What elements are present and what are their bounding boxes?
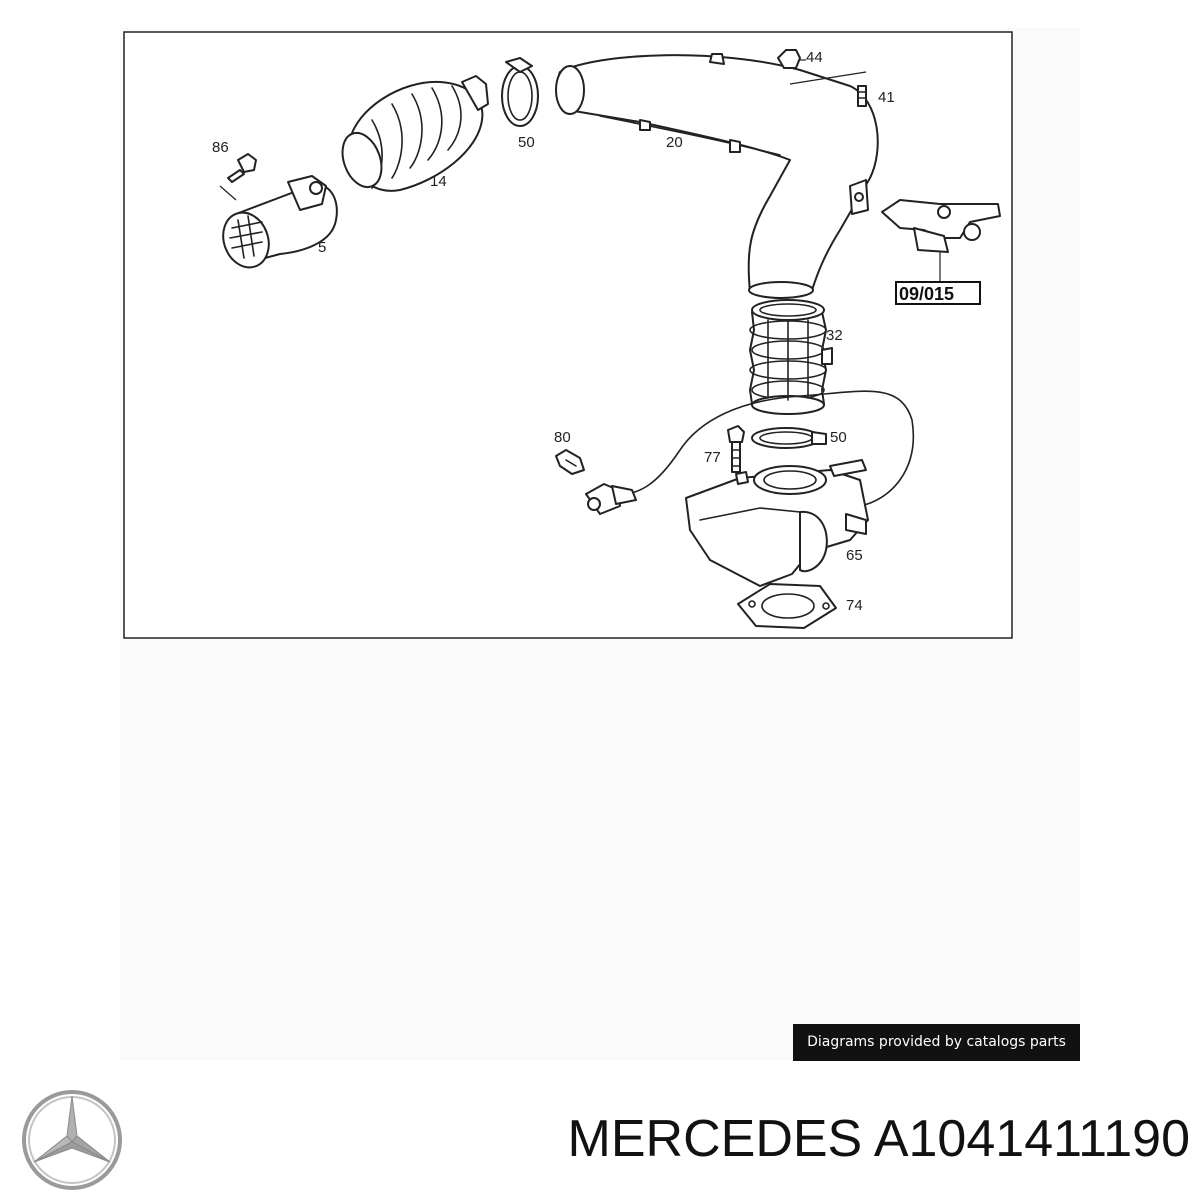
callout-5: 5: [318, 239, 326, 256]
callout-65: 65: [846, 547, 863, 564]
callout-80: 80: [554, 429, 571, 446]
part-41-stud: [789, 71, 867, 107]
part-44-nut: [777, 49, 806, 69]
callout-86: 86: [212, 139, 229, 156]
callout-32: 32: [826, 327, 843, 344]
callout-41: 41: [878, 89, 895, 106]
callout-77: 77: [704, 449, 721, 466]
callout-20: 20: [666, 134, 683, 151]
part-50-clamp-upper: [501, 57, 539, 127]
part-number: A1041411190: [873, 1110, 1190, 1168]
part-77-bolt: [727, 425, 745, 473]
part-32-ribbed-hose: [749, 299, 833, 415]
part-20-intake-pipe: [555, 53, 879, 299]
part-title: MERCEDES A1041411190: [400, 1104, 1190, 1174]
callout-50-lower: 50: [830, 429, 847, 446]
callout-74: 74: [846, 597, 863, 614]
part-80-plug: [555, 449, 585, 475]
part-65-throttle-housing: [685, 459, 869, 587]
part-50-clamp-lower: [751, 427, 827, 449]
diagram-frame: [123, 31, 1013, 639]
callout-44: 44: [806, 49, 823, 66]
diagram-credit-badge: Diagrams provided by catalogs parts: [793, 1024, 1080, 1061]
part-86-screw: [219, 153, 257, 201]
mercedes-star-icon: [22, 1090, 122, 1190]
callout-09015: 09/015: [899, 284, 954, 304]
brand-name: MERCEDES: [567, 1110, 863, 1168]
part-74-gasket: [737, 583, 837, 629]
callout-50-upper: 50: [518, 134, 535, 151]
sensor-cable: [585, 390, 915, 515]
part-09015-valve: [881, 199, 1001, 305]
callout-14: 14: [430, 173, 447, 190]
part-5-air-flow-sensor: [222, 175, 338, 269]
part-14-bellows-hose: [341, 75, 489, 192]
